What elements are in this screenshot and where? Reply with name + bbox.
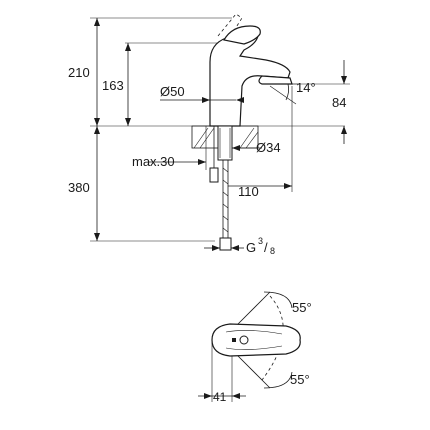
dim-thread: G 3 / 8: [204, 236, 275, 256]
flex-hose: [219, 160, 232, 251]
spout-outlet: [258, 75, 293, 85]
popup-rod: [209, 126, 219, 183]
dim-thread-denominator: 8: [270, 246, 275, 256]
mounting-shank: [217, 125, 233, 161]
side-view: 210 163 380 Ø50: [68, 13, 350, 256]
dim-diameter-50: Ø50: [160, 84, 244, 103]
lever-rotation-arc: [261, 295, 284, 381]
dim-41-label: 41: [213, 390, 227, 404]
dim-163-label: 163: [102, 78, 124, 93]
dim-84: 84: [292, 60, 350, 144]
dim-110-label: 110: [238, 184, 259, 199]
aerator-icon: [239, 335, 249, 345]
dim-380-label: 380: [68, 180, 90, 195]
dim-84-label: 84: [332, 95, 346, 110]
indicator-mark: [232, 338, 236, 342]
dim-diameter-50-label: Ø50: [160, 84, 185, 99]
dim-max-30: max.30: [132, 126, 207, 170]
angle-top-label: 55°: [292, 300, 312, 315]
dim-380: 380: [68, 126, 100, 241]
dim-thread-prefix: G: [246, 240, 256, 255]
top-view: 55° 55° 41: [198, 291, 312, 404]
dim-163: 163: [102, 43, 131, 126]
lever-handle: [223, 25, 261, 45]
dim-diameter-34: Ø34: [232, 140, 281, 155]
dim-210: 210: [68, 18, 100, 126]
faucet-top-outline: [211, 323, 301, 357]
dim-210-label: 210: [68, 65, 90, 80]
dim-thread-numerator: 3: [258, 236, 263, 246]
dim-diameter-34-label: Ø34: [256, 140, 281, 155]
angle-bottom-label: 55°: [290, 372, 310, 387]
dim-110: 110: [228, 86, 293, 199]
dim-thread-slash: /: [264, 240, 268, 255]
dim-max-30-label: max.30: [132, 154, 175, 169]
dim-angle-14-label: 14°: [296, 80, 316, 95]
dim-41: 41: [198, 340, 246, 404]
